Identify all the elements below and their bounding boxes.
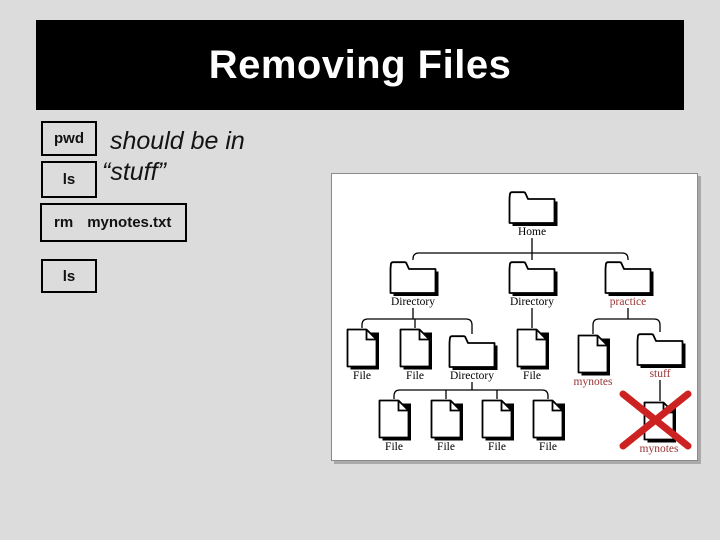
node-label-file5: File — [437, 441, 455, 453]
node-label-dir1: Directory — [391, 296, 435, 308]
file-fold-corner — [551, 400, 563, 412]
command-box-ls-2: ls — [41, 259, 97, 293]
node-label-file6: File — [488, 441, 506, 453]
node-label-home: Home — [518, 226, 546, 238]
command-text: ls — [62, 267, 76, 285]
slide-title: Removing Files — [208, 42, 512, 87]
node-label-file7: File — [539, 441, 557, 453]
annotation-note: should be in “stuff” — [102, 126, 245, 188]
node-label-dir2: Directory — [510, 296, 554, 308]
file-icon — [430, 399, 462, 439]
folder-icon — [508, 261, 556, 294]
tree-connector-rail — [412, 252, 629, 260]
node-label-file4: File — [385, 441, 403, 453]
node-label-practice: practice — [610, 296, 646, 308]
node-file4 — [378, 399, 411, 441]
node-label-stuff: stuff — [650, 368, 671, 380]
title-bar: Removing Files — [36, 20, 684, 110]
folder-icon — [389, 261, 437, 294]
folder-icon — [636, 333, 684, 366]
node-practice — [604, 261, 654, 296]
command-box-rm: rm mynotes.txt — [40, 203, 187, 242]
command-text: rm — [54, 214, 74, 231]
file-fold-corner — [418, 329, 430, 341]
file-icon — [516, 328, 548, 368]
file-icon — [481, 399, 513, 439]
red-x-mark — [619, 390, 692, 450]
node-dir1 — [389, 261, 439, 296]
node-label-file2: File — [406, 370, 424, 382]
command-text: pwd — [54, 130, 84, 147]
node-file3 — [516, 328, 549, 370]
node-file7 — [532, 399, 565, 441]
node-label-file3: File — [523, 370, 541, 382]
node-label-file1: File — [353, 370, 371, 382]
node-stuff — [636, 333, 686, 368]
file-icon — [399, 328, 431, 368]
node-label-mynotes1: mynotes — [574, 376, 613, 388]
node-home — [508, 191, 558, 226]
node-file1 — [346, 328, 379, 370]
node-dir3 — [448, 335, 498, 370]
file-icon — [378, 399, 410, 439]
file-fold-corner — [397, 400, 409, 412]
tree-connector-rail — [361, 318, 473, 334]
node-dir2 — [508, 261, 558, 296]
file-fold-corner — [535, 329, 547, 341]
node-mynotes1 — [577, 334, 610, 376]
node-label-dir3: Directory — [450, 370, 494, 382]
file-icon — [346, 328, 378, 368]
command-box-pwd: pwd — [41, 121, 97, 156]
file-fold-corner — [500, 400, 512, 412]
folder-icon — [448, 335, 496, 368]
tree-connector-rail — [592, 318, 661, 334]
command-argument: mynotes.txt — [87, 214, 172, 231]
folder-icon — [508, 191, 556, 224]
file-fold-corner — [365, 329, 377, 341]
node-file2 — [399, 328, 432, 370]
folder-icon — [604, 261, 652, 294]
node-label-mynotes2: mynotes — [640, 443, 679, 455]
file-fold-corner — [449, 400, 461, 412]
tree-connector-rail — [393, 389, 549, 399]
annotation-line-1: should be in — [110, 127, 245, 155]
node-file6 — [481, 399, 514, 441]
file-fold-corner — [596, 335, 608, 347]
annotation-line-2: “stuff” — [102, 158, 166, 186]
node-file5 — [430, 399, 463, 441]
command-text: ls — [62, 171, 76, 188]
file-icon — [577, 334, 609, 374]
command-box-ls-1: ls — [41, 161, 97, 198]
file-icon — [532, 399, 564, 439]
